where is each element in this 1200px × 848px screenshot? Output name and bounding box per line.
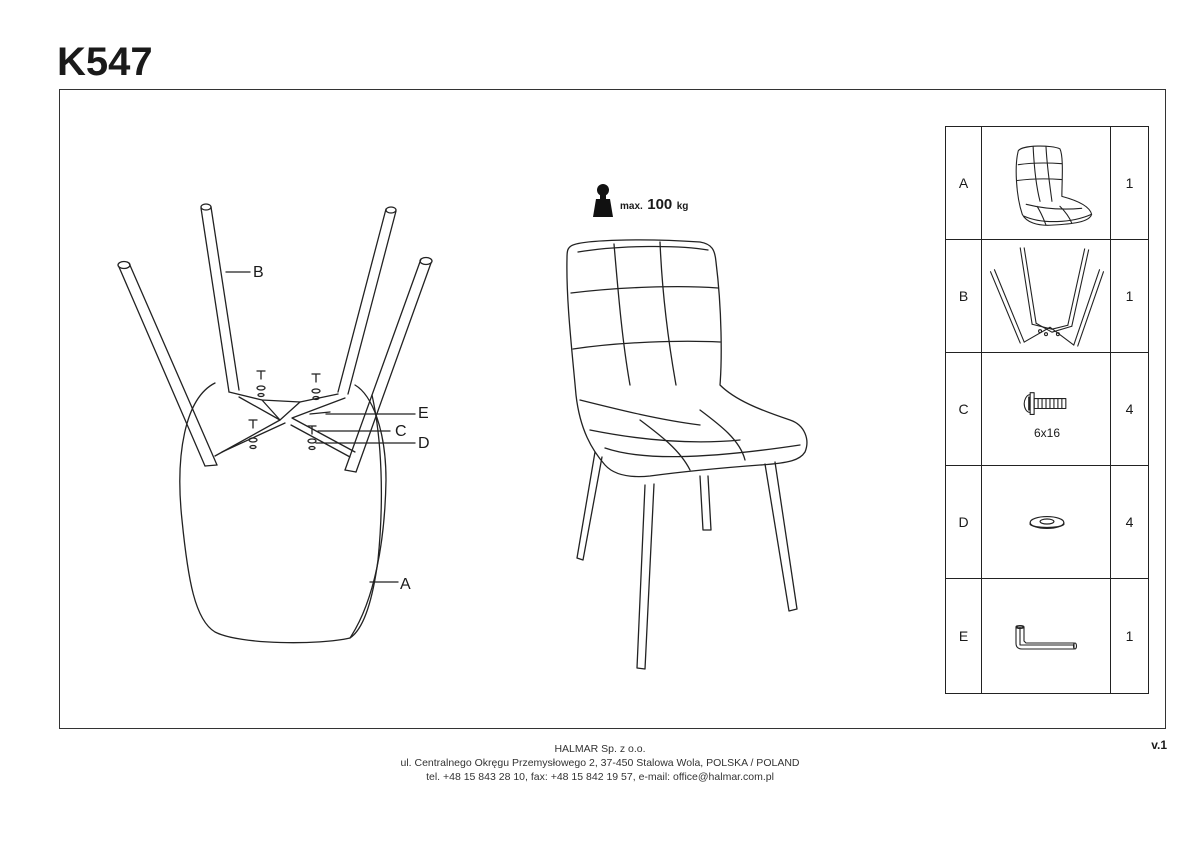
max-load-value: 100 <box>647 196 673 213</box>
washer-icon <box>982 466 1112 578</box>
part-row-d: D 4 <box>946 466 1148 579</box>
seat-icon <box>982 127 1112 239</box>
table-column-divider <box>1110 127 1111 693</box>
part-row-b: B 1 <box>946 240 1148 353</box>
part-quantity: 1 <box>1125 288 1134 304</box>
part-quantity: 1 <box>1125 627 1134 644</box>
footer-address: ul. Centralnego Okręgu Przemysłowego 2, … <box>400 757 800 769</box>
callout-label-c: C <box>395 423 407 440</box>
part-letter: A <box>958 175 969 191</box>
model-title: K547 <box>57 40 153 84</box>
bolt-icon: 6x16 <box>982 353 1112 465</box>
version-label: v.1 <box>1151 738 1167 752</box>
callout-label-e: E <box>418 405 429 422</box>
part-quantity: 4 <box>1125 401 1134 417</box>
bolt-size-label: 6x16 <box>1033 426 1061 440</box>
part-row-e: E 1 <box>946 579 1148 692</box>
part-letter: E <box>958 627 969 644</box>
callout-label-d: D <box>418 435 430 452</box>
parts-table: A 1 B <box>945 126 1149 694</box>
footer: HALMAR Sp. z o.o. ul. Centralnego Okręgu… <box>0 742 1200 784</box>
part-row-a: A 1 <box>946 127 1148 240</box>
leg-frame-icon <box>982 240 1112 352</box>
part-letter: D <box>958 514 969 530</box>
max-load-label: max. 100 kg <box>620 196 688 214</box>
max-load-prefix: max. <box>620 201 643 212</box>
part-quantity: 1 <box>1125 175 1134 191</box>
part-letter: C <box>958 401 969 417</box>
max-load-unit: kg <box>676 201 689 212</box>
part-row-c: C 6x16 4 <box>946 353 1148 466</box>
part-quantity: 4 <box>1125 514 1134 530</box>
callout-label-a: A <box>400 576 411 593</box>
table-column-divider <box>981 127 982 693</box>
instruction-frame <box>59 89 1166 729</box>
callout-label-b: B <box>253 264 264 281</box>
allen-key-icon <box>982 579 1112 692</box>
footer-company: HALMAR Sp. z o.o. <box>554 743 646 755</box>
footer-contact: tel. +48 15 843 28 10, fax: +48 15 842 1… <box>426 771 774 783</box>
part-letter: B <box>958 288 969 304</box>
